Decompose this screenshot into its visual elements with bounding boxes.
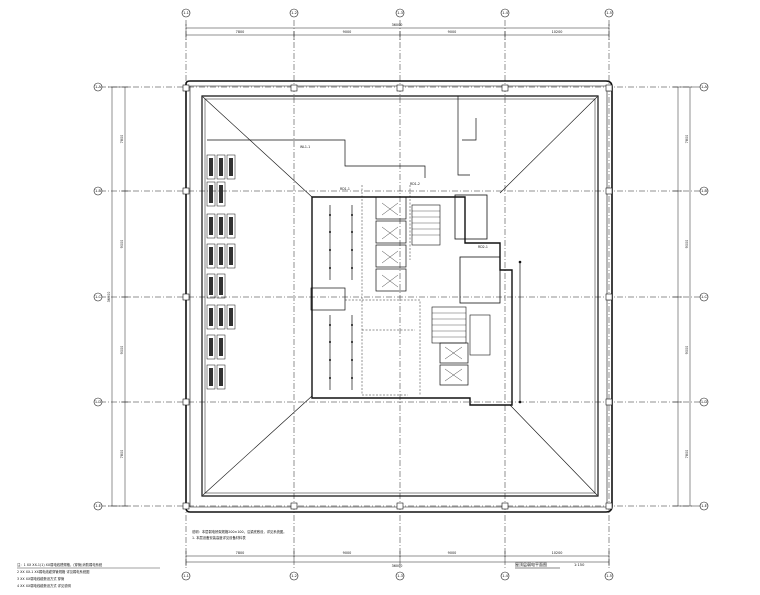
dim-text: 10200: [552, 551, 563, 555]
dim-text: 10200: [552, 30, 563, 34]
stair-treads: [412, 210, 466, 338]
dim-text: 7800: [120, 450, 124, 459]
axis-row-label: 1-A: [95, 85, 102, 89]
drawing-title: 屋顶层弱电平面图: [515, 561, 547, 567]
equipment-fills: [209, 158, 233, 386]
axis-col-label: 1-5: [606, 574, 612, 578]
dim-text: 7800: [236, 551, 245, 555]
axis-row-label: 1-D: [701, 400, 708, 404]
riser-note: WL1-1: [300, 145, 310, 149]
dim-text: 9000: [120, 240, 124, 249]
legend-footer: 3 XX XX弱电线缆敷设方式 穿管: [17, 576, 65, 581]
axis-row-label: 1-A: [701, 85, 708, 89]
axis-col-label: 1-3: [397, 11, 403, 15]
dimension-texts: 7800 9000 9000 10200 36000 7800 9000 900…: [107, 23, 689, 568]
dim-text: 9000: [685, 240, 689, 249]
legend-notes: 说明：本层弱电桥架规格200×100，沿梁底敷设，详见系统图。 1. 本层设备安…: [17, 529, 286, 588]
dimension-lines: [108, 24, 694, 566]
devices: [329, 214, 522, 404]
wiring-runs: [207, 96, 521, 402]
axis-row-label: 1-B: [701, 189, 707, 193]
axis-bubble-labels: 1-1 1-2 1-3 1-4 1-5 1-1 1-2 1-3 1-4 1-5 …: [95, 11, 708, 578]
axis-bubbles: [93, 8, 709, 581]
dim-text: 7800: [236, 30, 245, 34]
dashed-wiring: [345, 185, 421, 396]
core-annotations: WL1-1 RD1-1 RD1-2 RD2-1: [300, 145, 488, 249]
axis-col-label: 1-1: [183, 11, 189, 15]
building-outline: [185, 80, 613, 513]
dim-text: 9000: [343, 30, 352, 34]
legend-note: 1. 本层设备安装高度详见设备材料表: [192, 535, 246, 540]
drawing-scale: 1:150: [574, 563, 585, 567]
grid-lines: [100, 20, 700, 568]
axis-row-label: 1-C: [95, 295, 102, 299]
dim-text: 36000: [107, 292, 111, 303]
dim-text: 36000: [392, 564, 403, 568]
dim-text: 36000: [392, 23, 403, 27]
axis-row-label: 1-C: [701, 295, 708, 299]
axis-row-label: 1-E: [701, 504, 708, 508]
dim-text: 9000: [120, 346, 124, 355]
axis-col-label: 1-1: [183, 574, 189, 578]
axis-col-label: 1-3: [397, 574, 403, 578]
axis-row-label: 1-B: [95, 189, 101, 193]
core-note: RD1-1: [340, 187, 350, 191]
structural-columns: [182, 84, 613, 510]
title-block: 屋顶层弱电平面图 1:150: [515, 561, 585, 569]
elevator-marks: [381, 202, 463, 382]
axis-col-label: 1-2: [291, 574, 297, 578]
legend-footer: 2 XX XX-1 XX弱电线缆穿管规格 详见弱电系统图: [17, 569, 90, 574]
dim-text: 7800: [120, 135, 124, 144]
core-note: RD2-1: [478, 245, 488, 249]
dim-text: 9000: [448, 30, 457, 34]
core-note: RD1-2: [410, 182, 420, 186]
axis-col-label: 1-4: [502, 11, 509, 15]
axis-col-label: 1-4: [502, 574, 509, 578]
axis-col-label: 1-2: [291, 11, 297, 15]
axis-row-label: 1-E: [95, 504, 102, 508]
dim-text: 9000: [343, 551, 352, 555]
legend-footer: 4 XX XX弱电线缆敷设方式 详见说明: [17, 583, 72, 588]
equipment-racks: [206, 154, 236, 390]
legend-footer: 注：1 XX XX-1(1) XX弱电线槽规格，(穿管)消防弱电系统: [17, 562, 103, 567]
legend-note: 说明：本层弱电桥架规格200×100，沿梁底敷设，详见系统图。: [192, 529, 286, 534]
dim-text: 9000: [448, 551, 457, 555]
axis-col-label: 1-5: [606, 11, 612, 15]
axis-row-label: 1-D: [95, 400, 102, 404]
dim-text: 9000: [685, 346, 689, 355]
dim-text: 7800: [685, 135, 689, 144]
dim-text: 7800: [685, 450, 689, 459]
